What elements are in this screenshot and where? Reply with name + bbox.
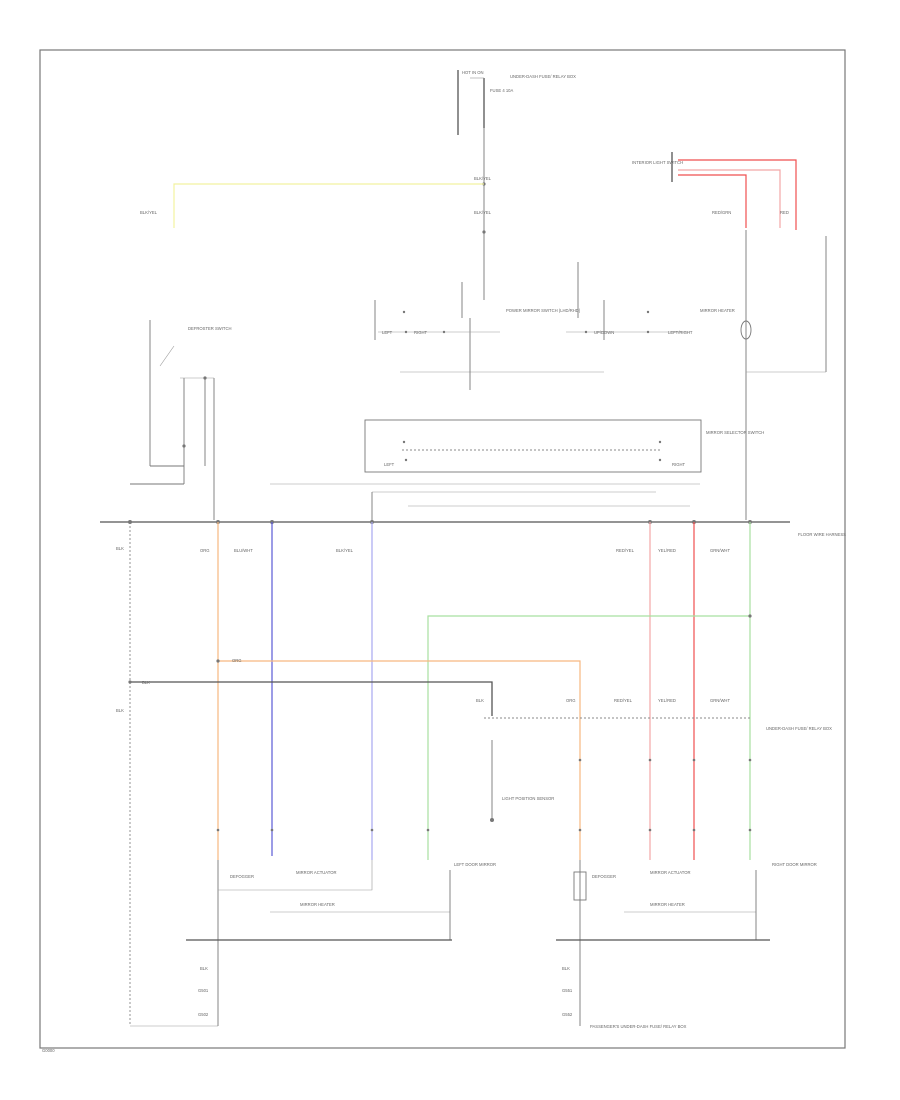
left-defogger-label: DEFOGGER <box>230 874 254 879</box>
right-door-mirror: DEFOGGER MIRROR ACTUATOR MIRROR HEATER R… <box>556 860 817 1029</box>
diagram-frame <box>39 49 846 1049</box>
conn-org-label: ORG <box>200 548 210 553</box>
defroster-switch-label: DEFROSTER SWITCH <box>188 326 232 331</box>
pin-markers <box>216 758 752 832</box>
left-heater-label: MIRROR HEATER <box>300 902 335 907</box>
selector-switch-label: MIRROR SELECTOR SWITCH <box>706 430 764 435</box>
wire-label-left: BLK/YEL <box>140 210 158 215</box>
junction-box2-label: UNDER-DASH FUSE/ RELAY BOX <box>766 726 832 731</box>
right-actuator-label: MIRROR ACTUATOR <box>650 870 691 875</box>
jb-blk-label: BLK <box>476 698 484 703</box>
selector-left-label: LEFT <box>384 462 395 467</box>
orange-wire-cross <box>218 660 581 860</box>
wire-red-label: RED <box>780 210 789 215</box>
ground-g551-label: G551 <box>562 988 573 993</box>
conn-blk-yel-label: BLK/YEL <box>336 548 354 553</box>
diagram-code: G0000 <box>42 1048 55 1053</box>
floor-box-label: FLOOR WIRE HARNESS <box>798 532 846 537</box>
wire-label-mid: BLK/YEL <box>474 210 492 215</box>
conn-grn-wht-label: GRN/WHT <box>710 548 730 553</box>
up-down-label: UP/DOWN <box>594 330 614 335</box>
jb-yel-red-label: YEL/RED <box>658 698 676 703</box>
red-wire <box>678 159 797 230</box>
mirror-switch-label: POWER MIRROR SWITCH (LHD/RHD) <box>506 308 581 313</box>
ground-right-label: BLK <box>562 966 570 971</box>
right-heater-label: MIRROR HEATER <box>650 902 685 907</box>
junction-box-label: UNDER-DASH FUSE/ RELAY BOX <box>510 74 576 79</box>
yellow-wire <box>173 183 484 228</box>
conn-blu-wht-label: BLU/WHT <box>234 548 253 553</box>
light-sensor-label: LIGHT POSITION SENSOR <box>502 796 554 801</box>
blk-mid-label: BLK <box>142 680 150 685</box>
switch-right-label: RIGHT <box>414 330 427 335</box>
ground-g501-label: G501 <box>198 988 209 993</box>
ground-g502-label: G502 <box>198 1012 209 1017</box>
black-wire <box>130 681 493 716</box>
selector-right-label: RIGHT <box>672 462 685 467</box>
mirror-switch: LEFT RIGHT POWER MIRROR SWITCH (LHD/RHD)… <box>374 230 827 520</box>
ground-left-label: BLK <box>200 966 208 971</box>
conn-red-yel-label: RED/YEL <box>616 548 635 553</box>
right-door-mirror-label: RIGHT DOOR MIRROR <box>772 862 817 867</box>
left-right-label: LEFT/RIGHT <box>668 330 693 335</box>
mirror-heater-label: MIRROR HEATER <box>700 308 735 313</box>
left-door-mirror-label: LEFT DOOR MIRROR <box>454 862 496 867</box>
conn-blk-label: BLK <box>116 546 124 551</box>
switch-left-label: LEFT <box>382 330 393 335</box>
green-wire <box>427 615 750 860</box>
ground-g552-label: G552 <box>562 1012 573 1017</box>
wire-red-grn-label: RED/GRN <box>712 210 731 215</box>
wire-label-upper: BLK/YEL <box>474 176 492 181</box>
org-mid-label: ORG <box>232 658 242 663</box>
pink-wire-top <box>678 169 781 228</box>
jb-grn-wht-label: GRN/WHT <box>710 698 730 703</box>
defroster-switch: DEFROSTER SWITCH <box>130 320 232 520</box>
elec-box-label: PASSENGER'S UNDER-DASH FUSE/ RELAY BOX <box>590 1024 687 1029</box>
fuse-feed: HOT IN ON FUSE 4 10A UNDER-DASH FUSE/ RE… <box>457 70 576 300</box>
conn-yel-red-label: YEL/RED <box>658 548 676 553</box>
ground-blk-label: BLK <box>116 708 124 713</box>
interior-light-label: INTERIOR LIGHT SWITCH <box>632 160 683 165</box>
fuse-label: FUSE 4 10A <box>490 88 513 93</box>
right-defogger-label: DEFOGGER <box>592 874 616 879</box>
left-door-mirror: DEFOGGER MIRROR ACTUATOR MIRROR HEATER L… <box>186 860 496 1026</box>
mirror-selector-switch: LEFT RIGHT MIRROR SELECTOR SWITCH <box>270 419 764 522</box>
jb-red-yel-label: RED/YEL <box>614 698 633 703</box>
hot-label: HOT IN ON <box>462 70 484 75</box>
jb-org-label: ORG <box>566 698 576 703</box>
left-actuator-label: MIRROR ACTUATOR <box>296 870 337 875</box>
